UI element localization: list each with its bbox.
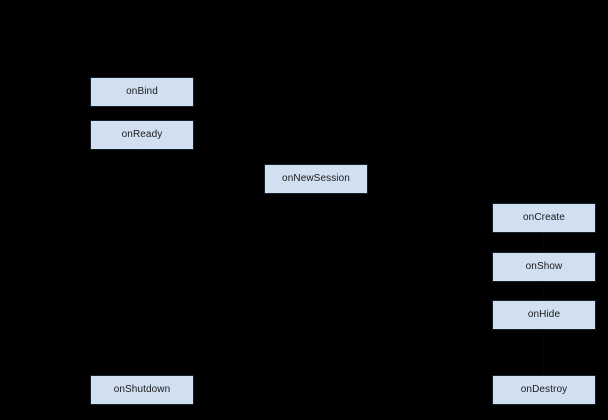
node-label: onHide — [527, 309, 561, 320]
node-label: onCreate — [523, 212, 565, 223]
node-onbind[interactable]: onBind — [90, 77, 194, 107]
node-label: onDestroy — [520, 384, 568, 395]
node-label: onShow — [525, 261, 563, 272]
edge-onshow-to-onhide — [543, 282, 544, 300]
node-label: onNewSession — [282, 173, 350, 184]
node-onshow[interactable]: onShow — [492, 252, 596, 282]
edge-onbind-to-onready — [141, 107, 142, 120]
node-label: onBind — [126, 86, 158, 97]
node-onnewsession[interactable]: onNewSession — [264, 164, 368, 194]
edge-onready-to-onshutdown — [141, 150, 142, 375]
edge-onhide-to-ondestroy — [543, 330, 544, 375]
node-label: onReady — [121, 129, 163, 140]
node-onhide[interactable]: onHide — [492, 300, 596, 330]
node-onshutdown[interactable]: onShutdown — [90, 375, 194, 405]
node-onready[interactable]: onReady — [90, 120, 194, 150]
edge-oncreate-to-onshow — [543, 233, 544, 252]
node-label: onShutdown — [113, 384, 171, 395]
node-ondestroy[interactable]: onDestroy — [492, 375, 596, 405]
node-oncreate[interactable]: onCreate — [492, 203, 596, 233]
